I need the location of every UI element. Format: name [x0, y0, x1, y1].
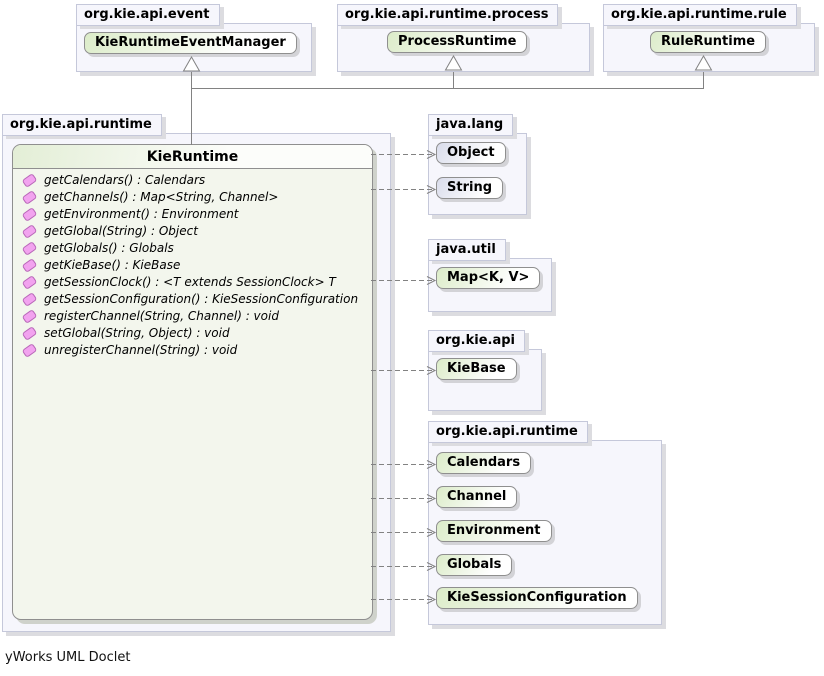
- method-row-getkiebase[interactable]: getKieBase() : KieBase: [13, 256, 372, 273]
- method-row-registerchannel[interactable]: registerChannel(String, Channel) : void: [13, 307, 372, 324]
- method-label: setGlobal(String, Object) : void: [44, 326, 230, 340]
- interface-node-calendars[interactable]: Calendars: [436, 452, 532, 474]
- package-tab-java-util: java.util: [428, 239, 506, 261]
- method-icon: [21, 172, 38, 188]
- method-icon: [21, 308, 38, 324]
- method-label: getChannels() : Map<String, Channel>: [44, 190, 279, 204]
- method-row-getsessionconfiguration[interactable]: getSessionConfiguration() : KieSessionCo…: [13, 290, 372, 307]
- method-icon: [21, 291, 38, 307]
- method-label: unregisterChannel(String) : void: [44, 343, 238, 357]
- package-tab-java-lang: java.lang: [428, 114, 514, 136]
- method-icon: [21, 240, 38, 256]
- interface-node-channel[interactable]: Channel: [436, 486, 518, 508]
- method-row-getglobals[interactable]: getGlobals() : Globals: [13, 239, 372, 256]
- interface-node-kiebase[interactable]: KieBase: [436, 358, 517, 380]
- method-list: getCalendars() : Calendars getChannels()…: [13, 169, 372, 358]
- method-label: getKieBase() : KieBase: [44, 258, 181, 272]
- method-icon: [21, 274, 38, 290]
- package-tab-runtime-types: org.kie.api.runtime: [428, 421, 588, 443]
- class-node-string[interactable]: String: [436, 177, 504, 199]
- method-label: getSessionConfiguration() : KieSessionCo…: [44, 292, 359, 306]
- package-tab-process: org.kie.api.runtime.process: [337, 4, 559, 26]
- method-row-setglobal[interactable]: setGlobal(String, Object) : void: [13, 324, 372, 341]
- method-icon: [21, 342, 38, 358]
- interface-node-ruleruntime[interactable]: RuleRuntime: [650, 31, 767, 53]
- method-label: getGlobal(String) : Object: [44, 224, 198, 238]
- package-tab-runtime-main: org.kie.api.runtime: [2, 114, 162, 136]
- method-row-getcalendars[interactable]: getCalendars() : Calendars: [13, 171, 372, 188]
- class-title: KieRuntime: [13, 145, 372, 169]
- method-label: getCalendars() : Calendars: [44, 173, 206, 187]
- method-label: getEnvironment() : Environment: [44, 207, 239, 221]
- interface-node-kiesessionconfiguration[interactable]: KieSessionConfiguration: [436, 587, 638, 609]
- interface-node-processruntime[interactable]: ProcessRuntime: [387, 31, 528, 53]
- method-row-getglobal[interactable]: getGlobal(String) : Object: [13, 222, 372, 239]
- class-node-object[interactable]: Object: [436, 142, 506, 164]
- method-row-getchannels[interactable]: getChannels() : Map<String, Channel>: [13, 188, 372, 205]
- package-tab-event: org.kie.api.event: [76, 4, 220, 26]
- method-icon: [21, 189, 38, 205]
- interface-node-map[interactable]: Map<K, V>: [436, 267, 541, 289]
- method-row-getsessionclock[interactable]: getSessionClock() : <T extends SessionCl…: [13, 273, 372, 290]
- method-icon: [21, 325, 38, 341]
- interface-node-environment[interactable]: Environment: [436, 520, 552, 542]
- method-label: registerChannel(String, Channel) : void: [44, 309, 279, 323]
- package-tab-org-kie-api: org.kie.api: [428, 330, 525, 352]
- method-row-unregisterchannel[interactable]: unregisterChannel(String) : void: [13, 341, 372, 358]
- method-icon: [21, 223, 38, 239]
- doclet-credit-label: yWorks UML Doclet: [5, 650, 131, 665]
- method-icon: [21, 257, 38, 273]
- method-icon: [21, 206, 38, 222]
- interface-node-globals[interactable]: Globals: [436, 554, 513, 576]
- method-row-getenvironment[interactable]: getEnvironment() : Environment: [13, 205, 372, 222]
- package-tab-rule: org.kie.api.runtime.rule: [603, 4, 797, 26]
- class-node-kieruntime[interactable]: KieRuntime getCalendars() : Calendars ge…: [12, 144, 373, 620]
- method-label: getSessionClock() : <T extends SessionCl…: [44, 275, 336, 289]
- method-label: getGlobals() : Globals: [44, 241, 174, 255]
- interface-node-kieruntimeeventmanager[interactable]: KieRuntimeEventManager: [84, 32, 297, 54]
